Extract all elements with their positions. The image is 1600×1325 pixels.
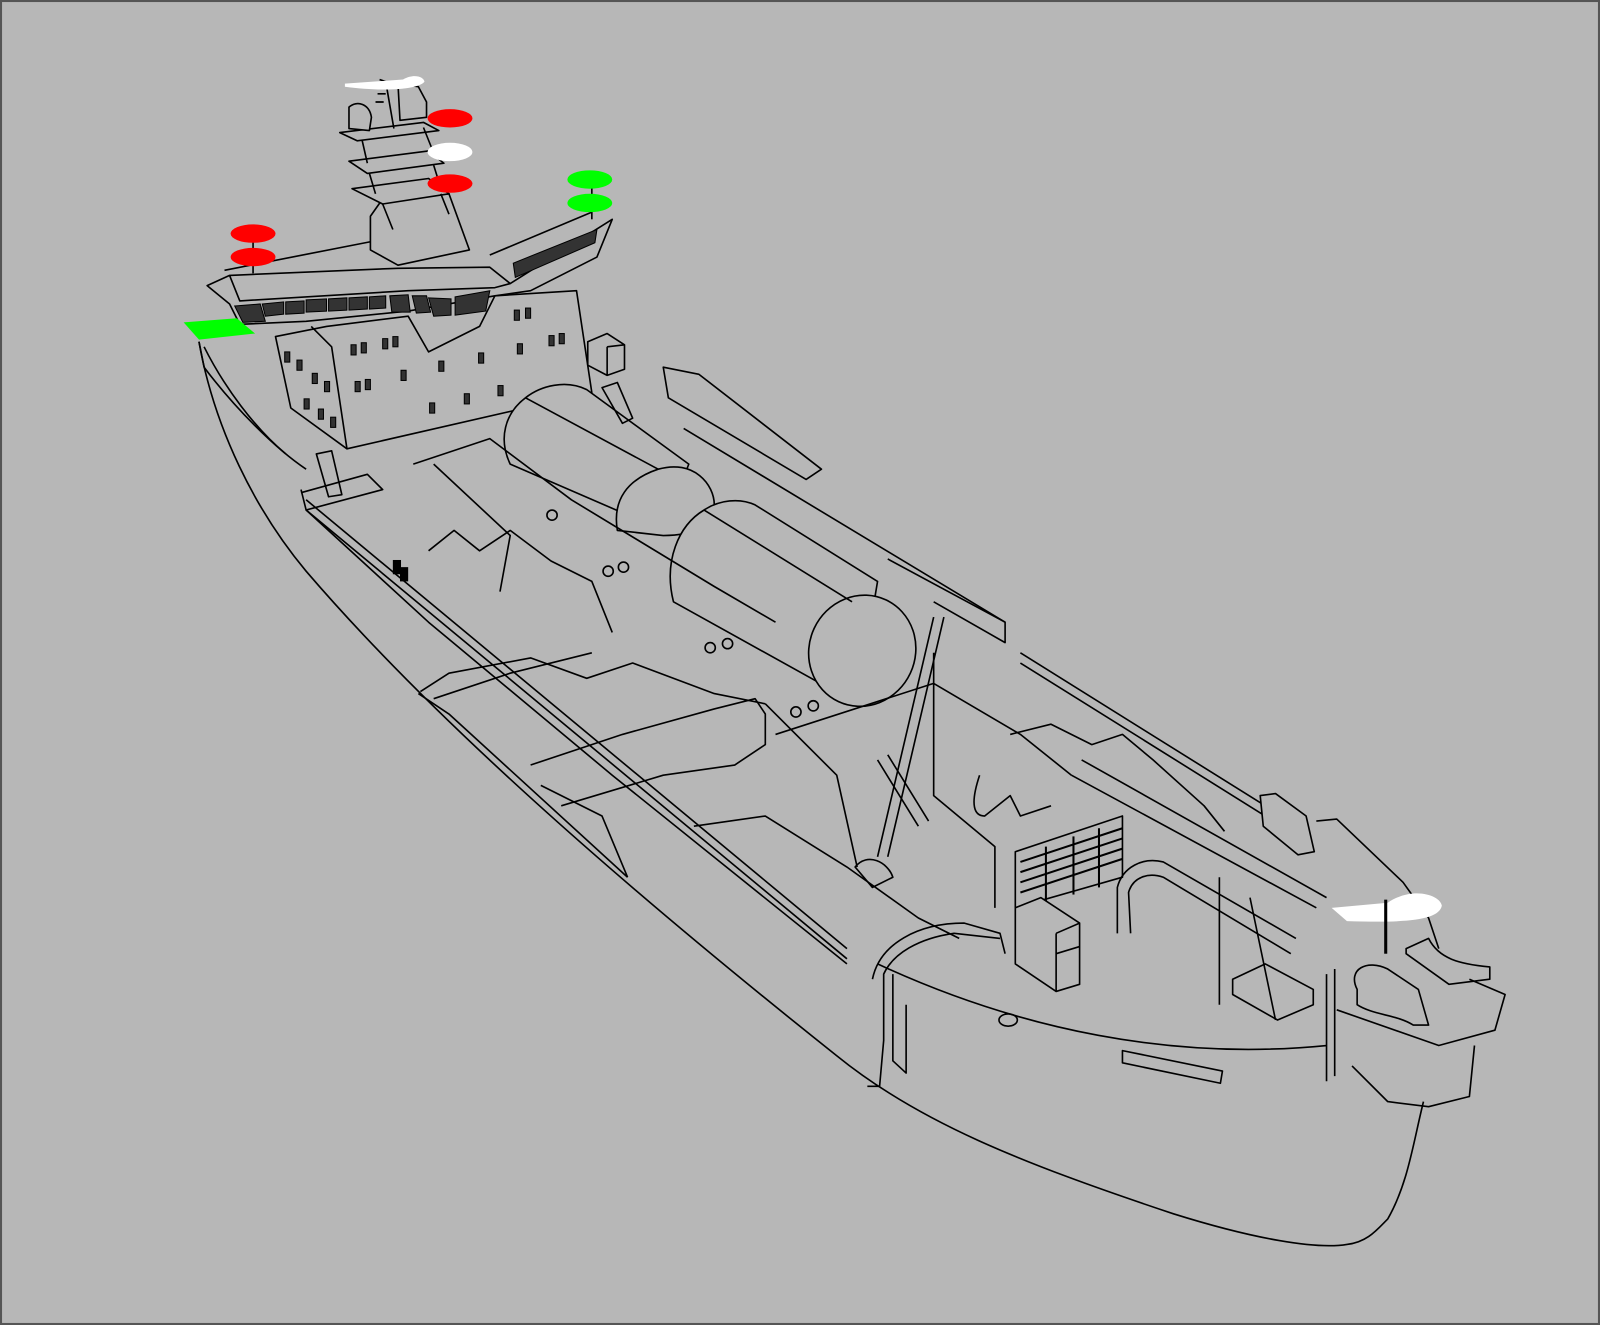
railing [203, 346, 1266, 960]
bridge-windows [233, 228, 598, 323]
starboard-wing-green-upper-light [567, 170, 613, 189]
deck-equipment [300, 366, 1491, 1088]
tanks [503, 383, 917, 718]
navigation-lights [183, 76, 1442, 954]
starboard-wing-green-lower-light [567, 193, 613, 213]
superstructure [206, 78, 626, 450]
portholes [284, 307, 565, 582]
port-wing-red-upper-light [230, 224, 276, 243]
masthead-white-light [427, 142, 473, 162]
mast-top-white-light [344, 76, 425, 90]
port-wing-red-lower-light [230, 247, 276, 267]
masthead-red-upper-light [427, 109, 473, 128]
hull [198, 341, 1506, 1247]
masthead-red-lower-light [427, 174, 473, 193]
bow-green-sidelight [183, 318, 256, 340]
